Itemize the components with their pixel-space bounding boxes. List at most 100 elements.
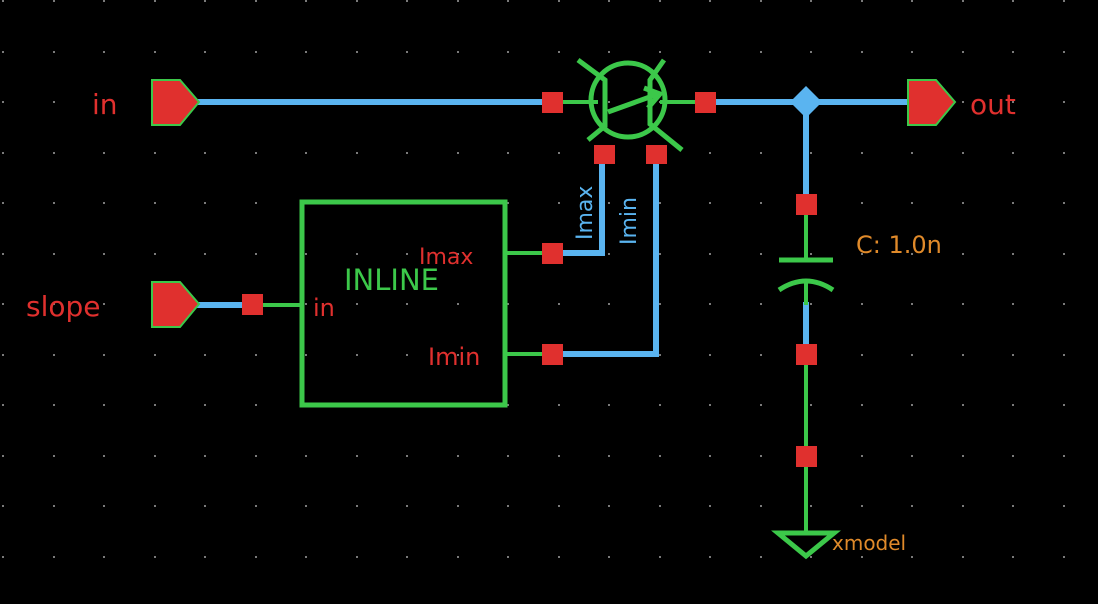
grid-dot — [861, 152, 863, 154]
grid-dot — [356, 303, 358, 305]
grid-dot — [810, 253, 812, 255]
grid-dot — [1063, 51, 1065, 53]
grid-dot — [911, 253, 913, 255]
grid-dot — [154, 51, 156, 53]
pin-slope-label: slope — [26, 290, 101, 323]
grid-dot — [507, 556, 509, 558]
grid-dot — [204, 0, 206, 2]
grid-dot — [356, 455, 358, 457]
block-port-imin-label: Imin — [428, 343, 480, 371]
grid-dot — [255, 404, 257, 406]
grid-dot — [53, 101, 55, 103]
grid-dot — [204, 202, 206, 204]
grid-dot — [1063, 354, 1065, 356]
grid-dot — [154, 556, 156, 558]
grid-dot — [305, 0, 307, 2]
grid-dot — [507, 303, 509, 305]
grid-dot — [103, 455, 105, 457]
grid-dot — [861, 354, 863, 356]
grid-dot — [2, 202, 4, 204]
grid-dot — [2, 152, 4, 154]
terminal-transistor-imin[interactable] — [646, 145, 667, 164]
grid-dot — [1063, 253, 1065, 255]
ground-symbol[interactable] — [771, 530, 841, 560]
terminal-capacitor-top[interactable] — [796, 194, 817, 215]
transistor-symbol[interactable] — [576, 57, 684, 152]
grid-dot — [204, 505, 206, 507]
terminal-ground[interactable] — [796, 446, 817, 467]
grid-dot — [1063, 556, 1065, 558]
grid-dot — [53, 303, 55, 305]
grid-dot — [507, 51, 509, 53]
grid-dot — [1012, 152, 1014, 154]
grid-dot — [659, 202, 661, 204]
grid-dot — [558, 455, 560, 457]
terminal-capacitor-bottom[interactable] — [796, 344, 817, 365]
grid-dot — [103, 253, 105, 255]
grid-dot — [1063, 101, 1065, 103]
pin-in[interactable] — [151, 79, 201, 126]
grid-dot — [1012, 455, 1014, 457]
grid-dot — [861, 51, 863, 53]
grid-dot — [659, 404, 661, 406]
inline-block[interactable] — [299, 199, 508, 408]
grid-dot — [53, 556, 55, 558]
pin-slope[interactable] — [151, 281, 201, 328]
wire-imax-net[interactable] — [549, 152, 605, 256]
grid-dot — [558, 202, 560, 204]
pin-in-label: in — [92, 88, 118, 121]
grid-dot — [507, 152, 509, 154]
grid-dot — [911, 202, 913, 204]
grid-dot — [962, 303, 964, 305]
grid-dot — [659, 455, 661, 457]
grid-dot — [810, 303, 812, 305]
grid-dot — [962, 202, 964, 204]
grid-dot — [1012, 0, 1014, 2]
grid-dot — [2, 51, 4, 53]
grid-dot — [53, 455, 55, 457]
grid-dot — [659, 51, 661, 53]
grid-dot — [53, 152, 55, 154]
grid-dot — [659, 253, 661, 255]
ground-model-label: xmodel — [832, 531, 906, 555]
grid-dot — [53, 0, 55, 2]
wire-imin-net[interactable] — [549, 152, 659, 357]
grid-dot — [2, 404, 4, 406]
capacitor-symbol[interactable] — [777, 257, 835, 293]
grid-dot — [709, 404, 711, 406]
grid-dot — [760, 505, 762, 507]
grid-dot — [709, 556, 711, 558]
grid-dot — [103, 303, 105, 305]
terminal-transistor-right[interactable] — [695, 92, 716, 113]
grid-dot — [204, 253, 206, 255]
pin-out[interactable] — [907, 79, 957, 126]
net-junction-out[interactable] — [790, 86, 822, 118]
grid-dot — [709, 152, 711, 154]
grid-dot — [255, 202, 257, 204]
grid-dot — [911, 455, 913, 457]
grid-dot — [558, 0, 560, 2]
grid-dot — [154, 354, 156, 356]
terminal-block-imin[interactable] — [542, 344, 563, 365]
grid-dot — [861, 202, 863, 204]
grid-dot — [255, 51, 257, 53]
grid-dot — [53, 51, 55, 53]
terminal-transistor-imax[interactable] — [594, 145, 615, 164]
grid-dot — [911, 152, 913, 154]
grid-dot — [709, 455, 711, 457]
grid-dot — [406, 152, 408, 154]
grid-dot — [305, 303, 307, 305]
grid-dot — [53, 505, 55, 507]
terminal-block-imax[interactable] — [542, 243, 563, 264]
grid-dot — [2, 303, 4, 305]
grid-dot — [659, 0, 661, 2]
grid-dot — [103, 404, 105, 406]
terminal-block-in[interactable] — [242, 294, 263, 315]
grid-dot — [103, 101, 105, 103]
terminal-transistor-left[interactable] — [542, 92, 563, 113]
grid-dot — [154, 202, 156, 204]
grid-dot — [406, 556, 408, 558]
grid-dot — [255, 505, 257, 507]
grid-dot — [53, 404, 55, 406]
